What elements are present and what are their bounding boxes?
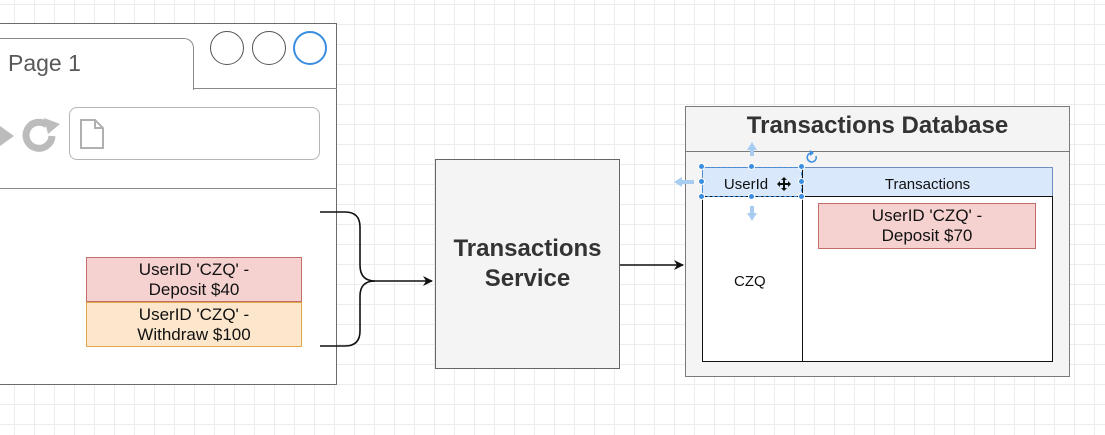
resize-handle[interactable] [798, 163, 805, 170]
note-line: UserID 'CZQ' - [138, 304, 250, 324]
reload-icon[interactable] [22, 118, 60, 152]
service-label-line2: Service [484, 265, 571, 292]
service-label-line1: Transactions [453, 235, 602, 262]
browser-tab-label: Page 1 [8, 50, 81, 76]
move-cursor-icon [777, 177, 791, 191]
address-bar[interactable] [69, 107, 320, 160]
database-table[interactable] [702, 167, 1053, 362]
resize-handle[interactable] [798, 193, 805, 200]
table-column-divider [802, 167, 803, 362]
database-title-divider [685, 151, 1070, 152]
page-icon [80, 119, 104, 149]
note-line: Withdraw $100 [137, 324, 251, 344]
window-button-2[interactable] [252, 31, 286, 65]
database-title: Transactions Database [746, 112, 1009, 139]
column-header-userid[interactable]: UserId [723, 176, 769, 193]
note-withdraw-100[interactable]: UserID 'CZQ' - Withdraw $100 [86, 302, 302, 347]
cell-userid[interactable]: CZQ [734, 273, 766, 290]
note-line: Deposit $70 [881, 226, 973, 245]
transactions-service-box[interactable]: Transactions Service [435, 159, 620, 369]
tab-bar-line [193, 88, 337, 89]
resize-handle[interactable] [698, 163, 705, 170]
note-line: UserID 'CZQ' - [138, 259, 250, 279]
resize-handle[interactable] [798, 178, 805, 185]
resize-handle[interactable] [748, 163, 755, 170]
table-header-divider [702, 196, 1053, 197]
nav-icons [0, 118, 60, 152]
browser-content-divider [0, 188, 337, 189]
note-line: UserID 'CZQ' - [871, 206, 983, 225]
resize-handle[interactable] [698, 178, 705, 185]
resize-handle[interactable] [748, 193, 755, 200]
note-line: Deposit $40 [148, 279, 240, 299]
note-deposit-40[interactable]: UserID 'CZQ' - Deposit $40 [86, 257, 302, 302]
window-button-3[interactable] [293, 31, 327, 65]
resize-handle[interactable] [698, 193, 705, 200]
column-header-transactions[interactable]: Transactions [884, 176, 971, 193]
browser-tab[interactable] [0, 38, 194, 90]
forward-arrow-icon[interactable] [0, 126, 14, 146]
window-button-1[interactable] [210, 31, 244, 65]
cell-transaction-deposit-70[interactable]: UserID 'CZQ' - Deposit $70 [818, 203, 1036, 249]
